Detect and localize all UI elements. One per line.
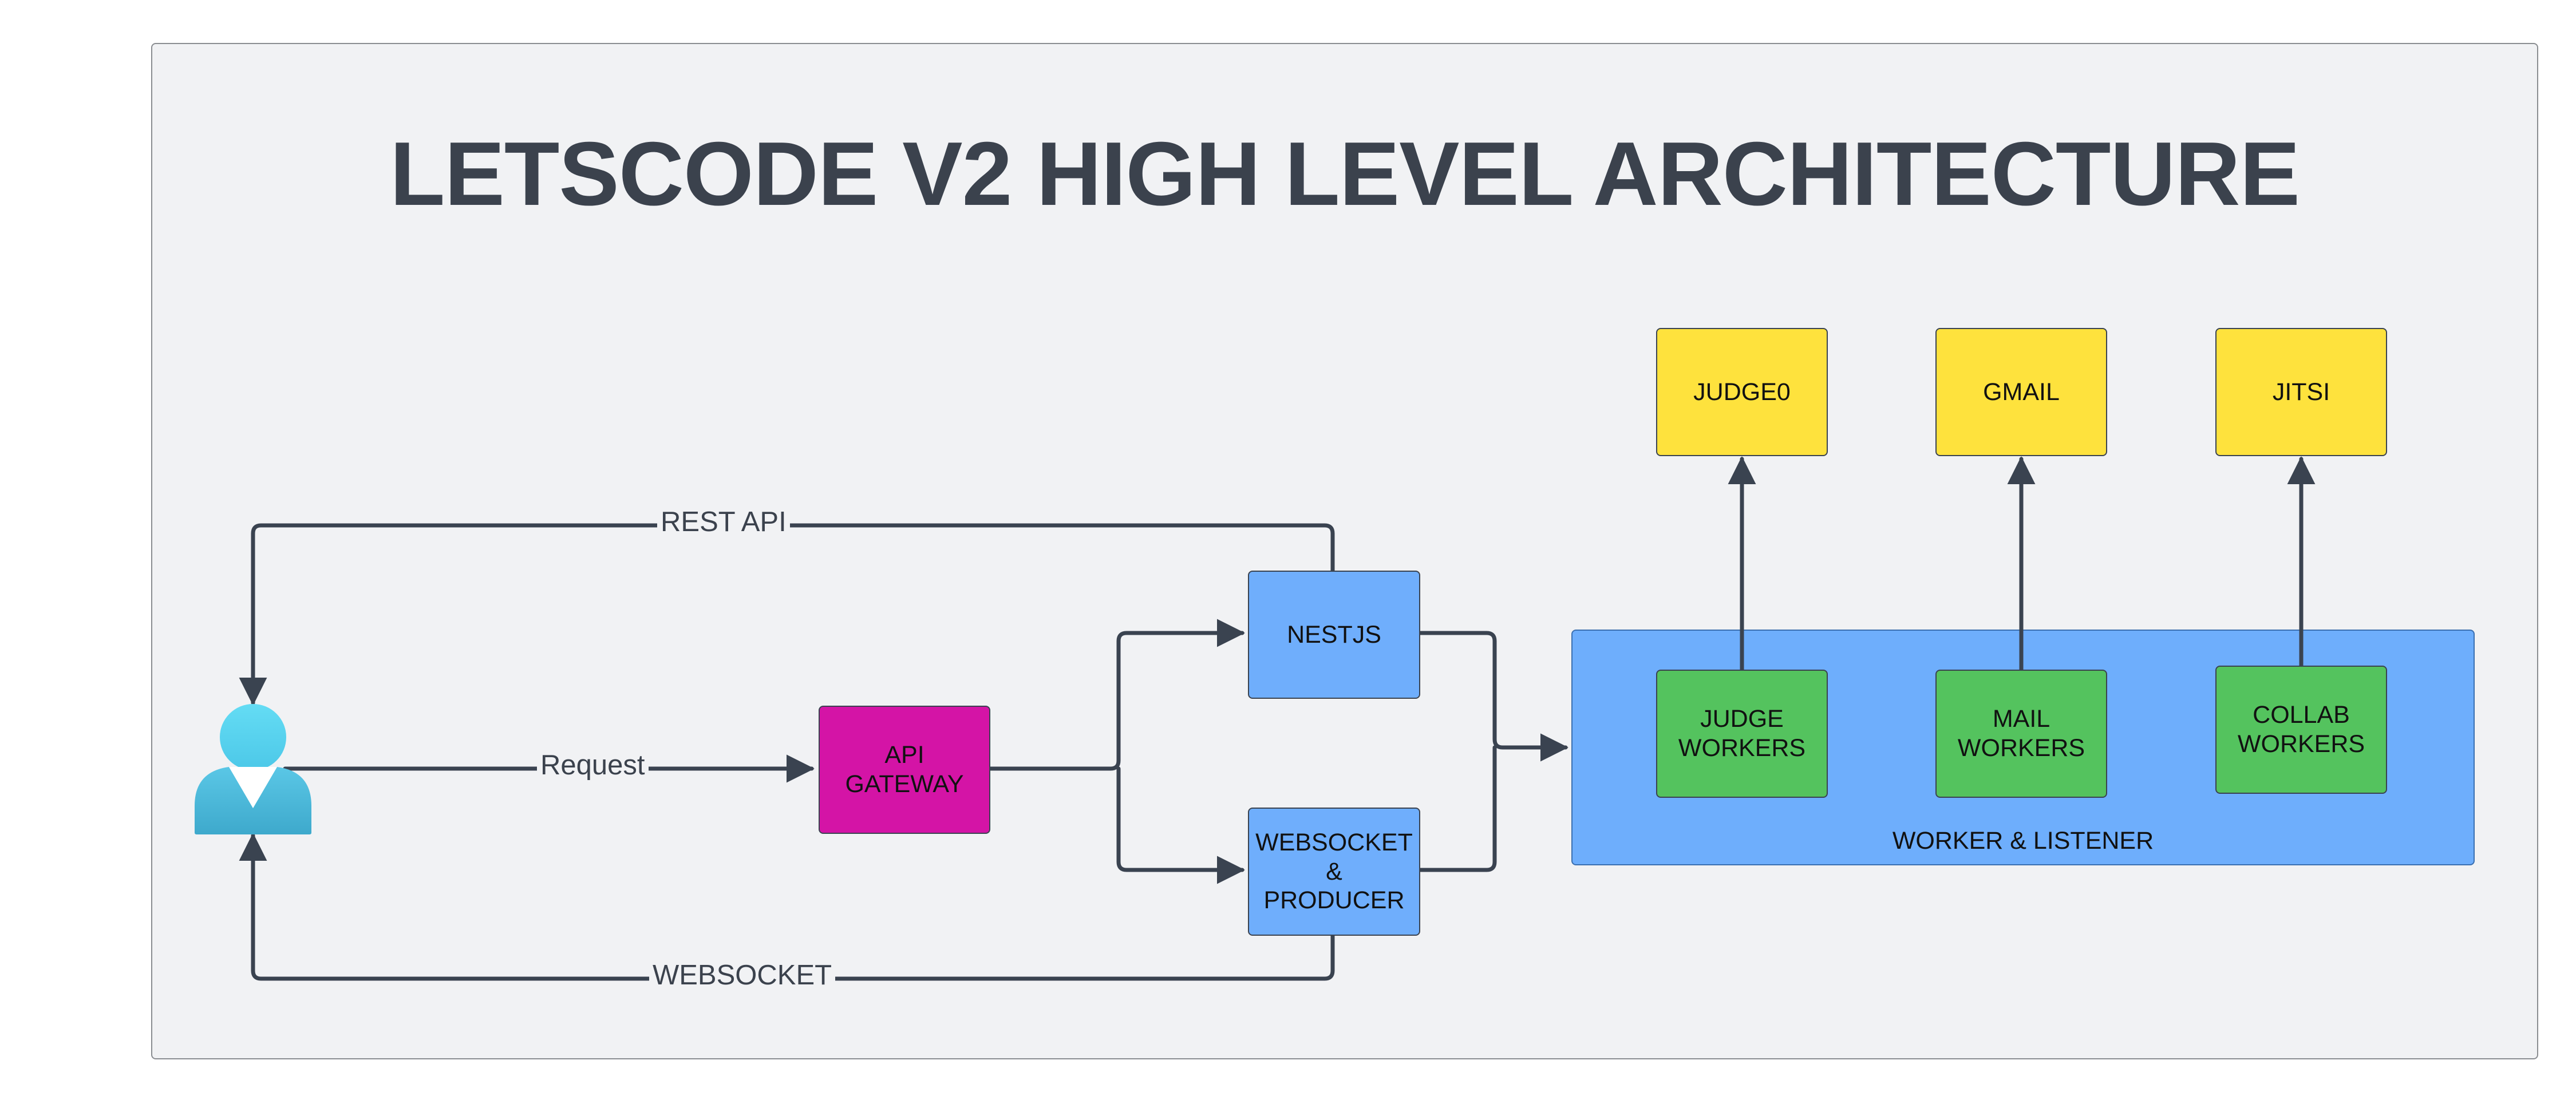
mail-workers-node[interactable]: MAIL WORKERS (1935, 670, 2107, 798)
edge-label-request: Request (537, 751, 649, 780)
judge0-node[interactable]: JUDGE0 (1656, 328, 1828, 456)
edge-nestjs-workers (1418, 631, 1568, 762)
edge-label-websocket: WEBSOCKET (649, 961, 836, 990)
user-icon (195, 704, 311, 834)
judge-workers-node[interactable]: JUDGE WORKERS (1656, 670, 1828, 798)
edge-gateway-nestjs (988, 619, 1245, 771)
edge-label-rest-api: REST API (657, 508, 790, 536)
edge-rest-api (239, 523, 1335, 706)
collab-workers-node[interactable]: COLLAB WORKERS (2215, 666, 2387, 794)
websocket-producer-node[interactable]: WEBSOCKET & PRODUCER (1248, 808, 1420, 936)
diagram-title: LETSCODE V2 HIGH LEVEL ARCHITECTURE (389, 124, 2300, 224)
edge-websocket-workers (1418, 745, 1497, 872)
api-gateway-node[interactable]: API GATEWAY (819, 706, 990, 834)
jitsi-node[interactable]: JITSI (2215, 328, 2387, 456)
worker-listener-label: WORKER & LISTENER (1892, 827, 2154, 854)
gmail-node[interactable]: GMAIL (1935, 328, 2107, 456)
edge-gateway-websocket (1116, 766, 1245, 884)
edge-websocket (239, 833, 1335, 981)
nestjs-node[interactable]: NESTJS (1248, 571, 1420, 699)
